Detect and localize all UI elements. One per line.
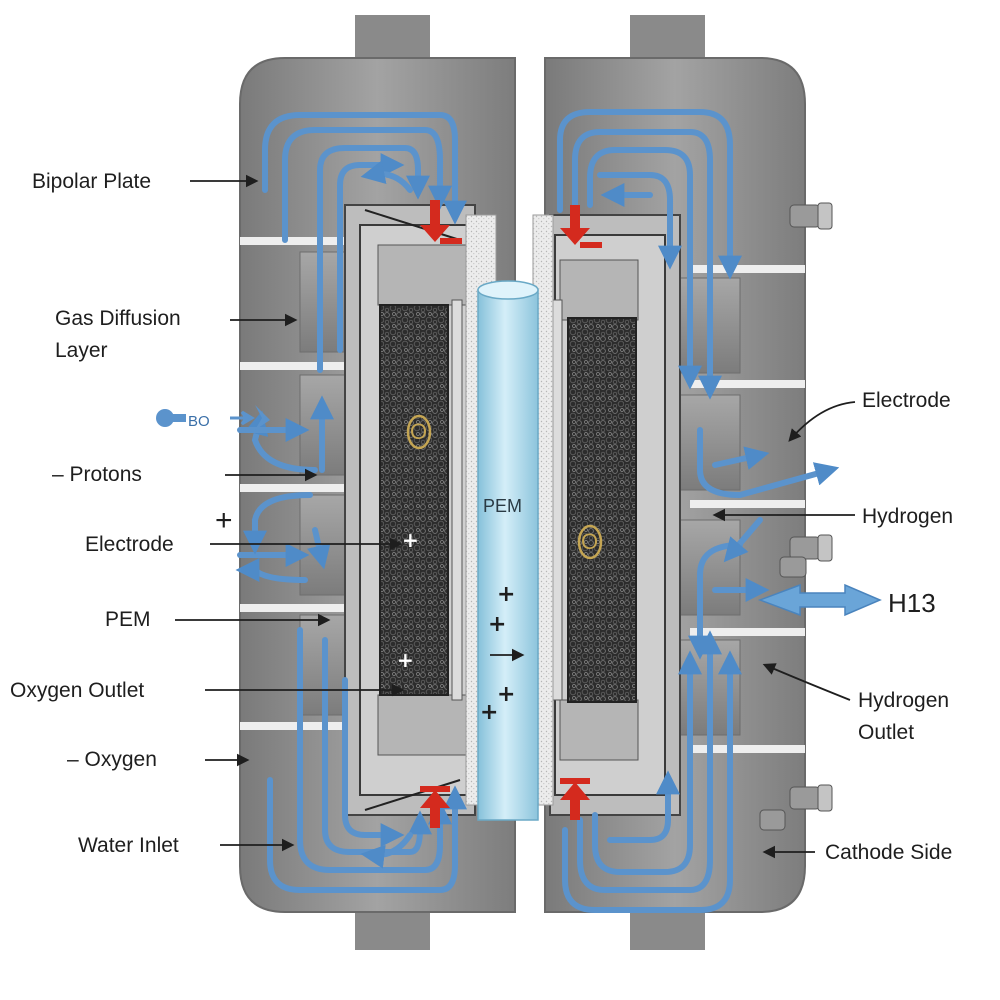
hydrogen-outlet-arrow-icon xyxy=(757,583,882,617)
proton-plus-icon: + xyxy=(497,682,516,707)
label-pem-left: PEM xyxy=(105,608,151,631)
label-o-left: O xyxy=(410,419,428,444)
label-o-right: O xyxy=(581,529,599,554)
label-plus-left: + xyxy=(215,504,233,537)
label-bo: BO xyxy=(188,413,210,430)
label-protons: – Protons xyxy=(52,463,142,486)
proton-plus-icon: + xyxy=(488,612,507,637)
label-pem-center: PEM xyxy=(483,496,523,516)
label-electrode-right: Electrode xyxy=(862,389,951,412)
bolt-fitting-icon xyxy=(759,202,833,831)
label-gas-diffusion-layer: Gas Diffusion Layer xyxy=(55,307,181,362)
proton-plus-icon: + xyxy=(397,648,414,672)
red-arrow-icon xyxy=(420,200,602,828)
left-electrode-foam xyxy=(379,304,449,696)
label-leader-lines xyxy=(175,174,856,859)
anode-bipolar-plate xyxy=(239,15,516,950)
label-hydrogen: Hydrogen xyxy=(862,505,954,528)
proton-plus-icon: + xyxy=(402,528,419,552)
label-bipolar-plate: Bipolar Plate xyxy=(32,170,152,193)
label-hydrogen-outlet: Hydrogen Outlet xyxy=(858,689,950,744)
proton-plus-icon: + xyxy=(497,582,516,607)
pem-membrane xyxy=(477,280,539,821)
label-cathode-side: Cathode Side xyxy=(825,841,953,864)
bo-sparkle-icon xyxy=(156,405,270,430)
proton-plus-icon: + xyxy=(480,700,499,725)
label-oxygen-outlet: Oxygen Outlet xyxy=(10,679,145,702)
label-h13: H13 xyxy=(888,588,936,618)
flow-arrow-icon xyxy=(235,109,840,913)
label-oxygen: – Oxygen xyxy=(67,748,157,771)
label-electrode-left: Electrode xyxy=(85,533,174,556)
label-water-inlet: Water Inlet xyxy=(78,834,179,857)
right-electrode-foam xyxy=(567,317,637,703)
